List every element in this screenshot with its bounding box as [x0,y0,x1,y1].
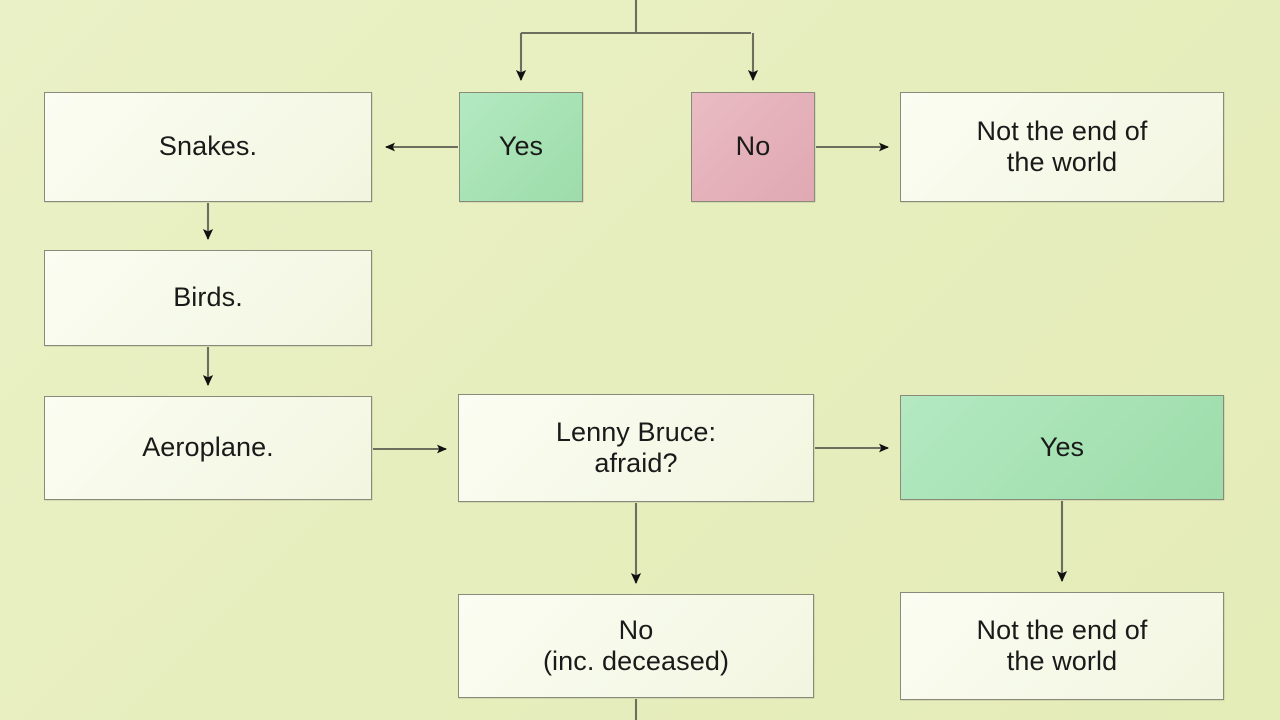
node-birds[interactable]: Birds. [44,250,372,346]
node-lenny-bruce-afraid[interactable]: Lenny Bruce: afraid? [458,394,814,502]
node-not-the-end-of-the-world-bottom[interactable]: Not the end of the world [900,592,1224,700]
node-birds-label: Birds. [173,282,243,313]
node-yes-top-label: Yes [498,131,544,162]
node-snakes-label: Snakes. [158,131,258,162]
node-yes-bottom[interactable]: Yes [900,395,1224,500]
node-lenny-bruce-afraid-label: Lenny Bruce: afraid? [555,416,717,478]
node-no-top[interactable]: No [691,92,815,202]
node-snakes[interactable]: Snakes. [44,92,372,202]
node-not-the-end-of-the-world-bottom-label: Not the end of the world [976,614,1148,676]
node-no-inc-deceased-label: No (inc. deceased) [542,614,730,676]
node-aeroplane[interactable]: Aeroplane. [44,396,372,500]
node-no-inc-deceased[interactable]: No (inc. deceased) [458,594,814,698]
node-not-the-end-of-the-world-top-label: Not the end of the world [976,115,1148,177]
node-no-top-label: No [735,131,771,162]
node-not-the-end-of-the-world-top[interactable]: Not the end of the world [900,92,1224,202]
node-aeroplane-label: Aeroplane. [142,432,274,463]
node-yes-bottom-label: Yes [1039,431,1085,462]
node-yes-top[interactable]: Yes [459,92,583,202]
